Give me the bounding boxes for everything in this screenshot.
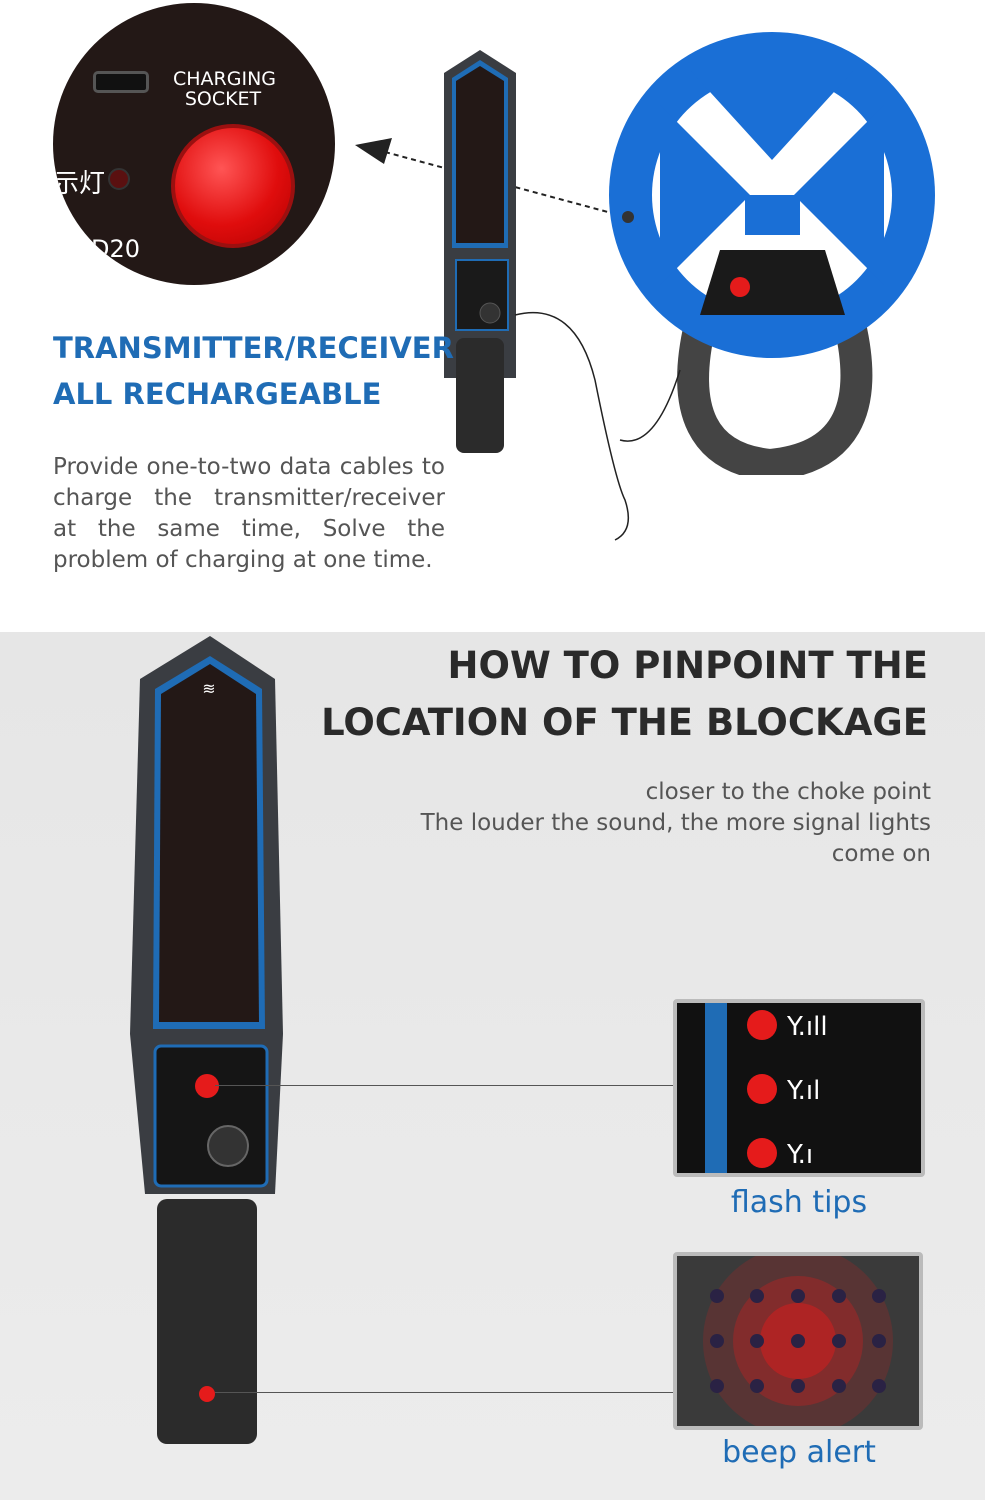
callout-line-beep <box>215 1392 675 1393</box>
cable-reel-image <box>609 32 935 475</box>
description-line: come on <box>831 841 931 867</box>
label-line: SOCKET <box>184 88 262 110</box>
svg-text:Y.ıl: Y.ıl <box>786 1076 820 1106</box>
svg-text:Y.ıll: Y.ıll <box>786 1012 828 1042</box>
description-line: closer to the choke point <box>645 779 931 805</box>
callout-line-flash <box>215 1085 675 1086</box>
heading-line: HOW TO PINPOINT THE <box>447 644 928 687</box>
indicator-led-icon <box>108 168 130 190</box>
speaker-alert-icon <box>703 1256 893 1426</box>
heading-line: TRANSMITTER/RECEIVER <box>53 331 454 365</box>
pinpoint-heading: HOW TO PINPOINT THE LOCATION OF THE BLOCK… <box>308 637 928 751</box>
charging-heading: TRANSMITTER/RECEIVER ALL RECHARGEABLE <box>53 325 454 417</box>
pinpoint-section: ≋ HOW TO PINPOINT THE LOCATION OF THE BLO… <box>0 632 985 1500</box>
charging-description: Provide one-to-two data cables to charge… <box>53 454 445 573</box>
indicator-text: 示灯 <box>53 169 106 199</box>
description-line: The louder the sound, the more signal li… <box>420 810 931 836</box>
beep-alert-image <box>673 1252 923 1430</box>
pinpoint-description: closer to the choke point The louder the… <box>311 777 931 870</box>
heading-line: LOCATION OF THE BLOCKAGE <box>321 701 928 744</box>
flash-tips-caption: flash tips <box>730 1185 868 1220</box>
charging-cable-image <box>514 311 681 541</box>
usb-port-icon <box>93 71 149 93</box>
beep-alert-caption: beep alert <box>722 1435 876 1470</box>
label-line: CHARGING <box>173 68 277 90</box>
svg-text:Y.ı: Y.ı <box>786 1140 813 1170</box>
receiver-device-large-image: ≋ <box>130 636 283 1444</box>
heading-line: ALL RECHARGEABLE <box>53 377 382 411</box>
svg-text:≋: ≋ <box>202 679 215 698</box>
model-text: D20 <box>91 235 141 263</box>
power-button-icon <box>171 124 295 248</box>
receiver-device-image <box>444 50 516 453</box>
